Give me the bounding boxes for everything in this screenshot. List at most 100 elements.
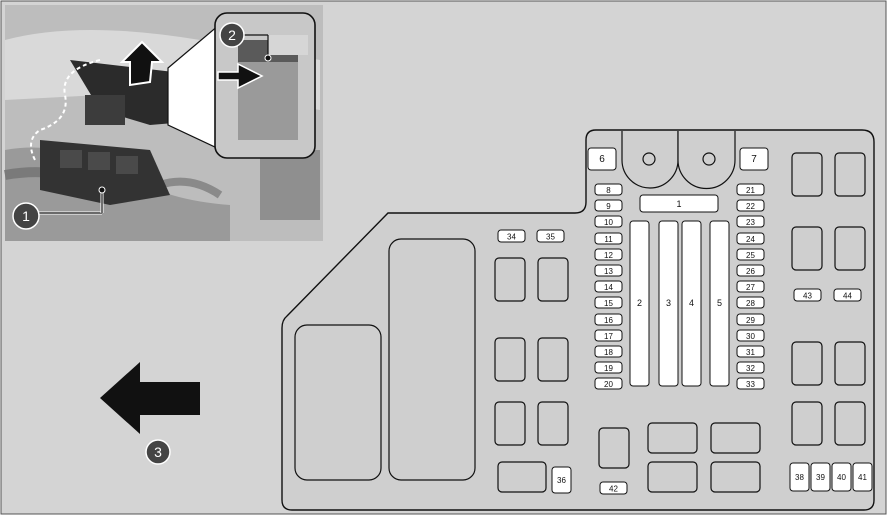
relay-square [537, 257, 569, 302]
fuse-14 [594, 280, 623, 293]
fuse-22-label: 22 [746, 202, 755, 211]
fuse-42 [599, 481, 628, 495]
fuse-6 [587, 147, 617, 171]
fuse-38 [789, 462, 810, 492]
fuse-2-label: 2 [637, 298, 642, 308]
callout-2-pointer [264, 54, 272, 62]
fuse-26-label: 26 [746, 267, 755, 276]
callout-1-label: 1 [22, 208, 30, 224]
relay-square [834, 401, 866, 446]
fuse-7-label: 7 [751, 154, 757, 165]
photo-dashed-path [30, 59, 101, 161]
fuse-13-label: 13 [604, 267, 613, 276]
fuse-38-label: 38 [795, 473, 804, 482]
fuse-27 [736, 280, 765, 293]
relay-square [791, 152, 823, 197]
fuse-21 [736, 183, 765, 196]
fuse-40 [831, 462, 852, 492]
fuse-1-label: 1 [676, 199, 681, 209]
fuse-19 [594, 361, 623, 374]
relay-square [791, 401, 823, 446]
relay-wide [710, 422, 761, 454]
fuse-44 [833, 288, 862, 302]
fuse-10-label: 10 [604, 218, 613, 227]
fuse-35 [536, 229, 565, 243]
callout-1-pointer [98, 186, 106, 194]
fuse-20 [594, 377, 623, 390]
callout-3-label: 3 [154, 444, 162, 460]
fuse-22 [736, 199, 765, 212]
fuse-21-label: 21 [746, 186, 755, 195]
mount-hole-left [642, 152, 656, 166]
fuse-label-texts: 6 7 1 2 3 4 5 8 9 10 11 12 13 14 15 16 1… [507, 154, 867, 494]
fuse-29-label: 29 [746, 316, 755, 325]
fuse-13 [594, 264, 623, 277]
fuse-23-label: 23 [746, 218, 755, 227]
fuse-12-label: 12 [604, 251, 613, 260]
fuse-39-label: 39 [816, 473, 825, 482]
fuse-16-label: 16 [604, 316, 613, 325]
fuse-24 [736, 232, 765, 245]
photo-relay [85, 95, 125, 125]
fuse-17 [594, 329, 623, 342]
fuse-17-label: 17 [604, 332, 613, 341]
fuse-28 [736, 296, 765, 309]
callout-3-badge [145, 439, 171, 465]
relay-wide [497, 461, 547, 493]
fuse-41-label: 41 [858, 473, 867, 482]
relay-square [494, 401, 526, 446]
fuse-34 [497, 229, 526, 243]
fuse-32 [736, 361, 765, 374]
mount-hole-right [702, 152, 716, 166]
fuse-labels [497, 147, 873, 495]
fuse-35-label: 35 [546, 233, 555, 242]
fuse-24-label: 24 [746, 235, 755, 244]
callout-2-label: 2 [228, 27, 236, 43]
fuse-33-label: 33 [746, 380, 755, 389]
magnified-inset: 2 [214, 12, 316, 159]
fuse-3 [658, 220, 679, 387]
fuse-10 [594, 215, 623, 228]
fuse-4 [681, 220, 702, 387]
fuse-9 [594, 199, 623, 212]
fuse-31 [736, 345, 765, 358]
fuse-36 [551, 466, 572, 494]
fuse-30-label: 30 [746, 332, 755, 341]
photo-fuse-block-a [60, 150, 82, 168]
fuse-43 [793, 288, 822, 302]
fuse-19-label: 19 [604, 364, 613, 373]
fuse-39 [810, 462, 831, 492]
relay-wide [647, 422, 698, 454]
photo-fuse-block-c [116, 156, 138, 174]
fuse-8 [594, 183, 623, 196]
fuse-25-label: 25 [746, 251, 755, 260]
fuse-5 [709, 220, 730, 387]
photo-hose-2 [158, 177, 223, 199]
fuse-7 [739, 147, 769, 171]
relay-square [834, 226, 866, 271]
relay-square [494, 257, 526, 302]
fuse-11 [594, 232, 623, 245]
fuse-9-label: 9 [606, 202, 611, 211]
fuse-15 [594, 296, 623, 309]
fuse-5-label: 5 [717, 298, 722, 308]
relay-square [598, 427, 630, 469]
relay-square [537, 337, 569, 382]
relay-box-large-right [388, 238, 476, 481]
relay-square [537, 401, 569, 446]
fuse-4-label: 4 [689, 298, 694, 308]
fuse-43-label: 43 [803, 292, 812, 301]
fuse-28-label: 28 [746, 299, 755, 308]
fuse-34-label: 34 [507, 233, 516, 242]
relay-wide [647, 461, 698, 493]
fuse-27-label: 27 [746, 283, 755, 292]
fuse-14-label: 14 [604, 283, 613, 292]
relay-square [494, 337, 526, 382]
relay-square [791, 341, 823, 386]
photo-fuse-block-b [88, 152, 110, 170]
fuse-29 [736, 313, 765, 326]
fuse-12 [594, 248, 623, 261]
inset-tab [268, 35, 308, 55]
fuse-11-label: 11 [604, 235, 613, 244]
